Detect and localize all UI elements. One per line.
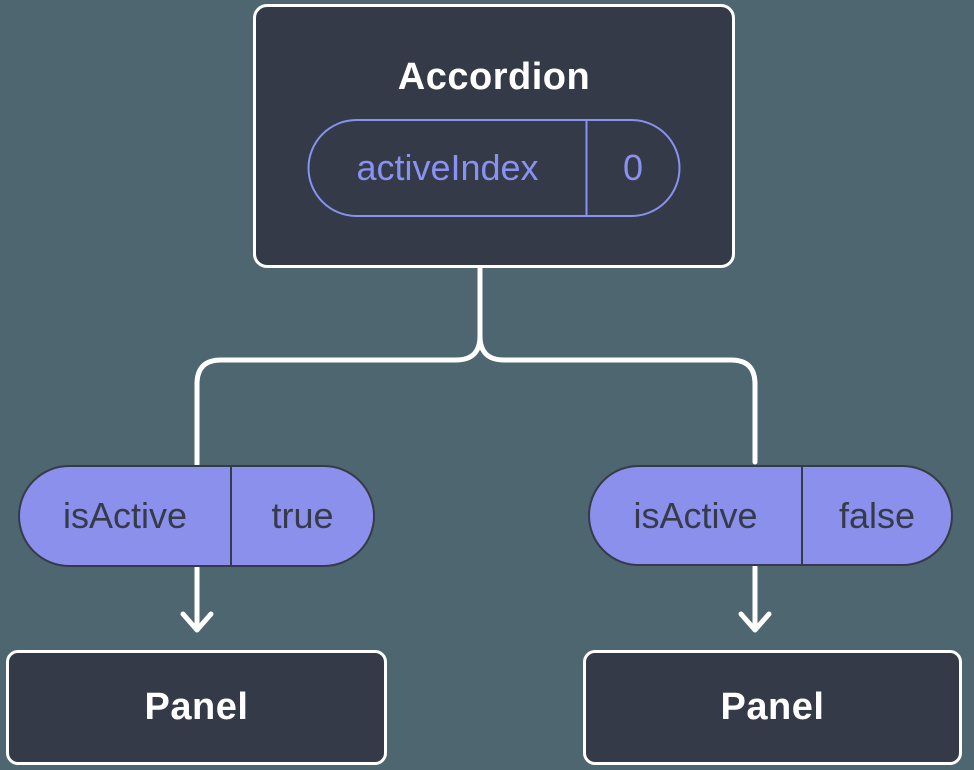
branch-line-left: [194, 266, 483, 467]
accordion-node: Accordion activeIndex 0: [253, 4, 735, 268]
arrow-down-icon-right: [738, 564, 772, 633]
prop-pill-name: isActive: [590, 467, 803, 564]
arrow-down-icon-left: [180, 565, 214, 633]
prop-pill-value: false: [838, 494, 916, 536]
branch-line-right: [477, 333, 758, 465]
prop-pill-is-active-false: isActive false: [588, 465, 953, 566]
prop-pill-name: isActive: [20, 467, 232, 565]
panel-node-title: Panel: [144, 686, 249, 728]
panel-node-left: Panel: [6, 650, 387, 765]
prop-pill-value: true: [271, 495, 334, 536]
state-pill: activeIndex 0: [307, 119, 681, 217]
panel-node-right: Panel: [583, 650, 962, 765]
prop-pill-is-active-true: isActive true: [18, 465, 375, 567]
state-pill-value: 0: [622, 147, 644, 188]
panel-node-title: Panel: [720, 686, 825, 728]
accordion-node-title: Accordion: [397, 56, 591, 98]
state-pill-name: activeIndex: [310, 121, 588, 215]
